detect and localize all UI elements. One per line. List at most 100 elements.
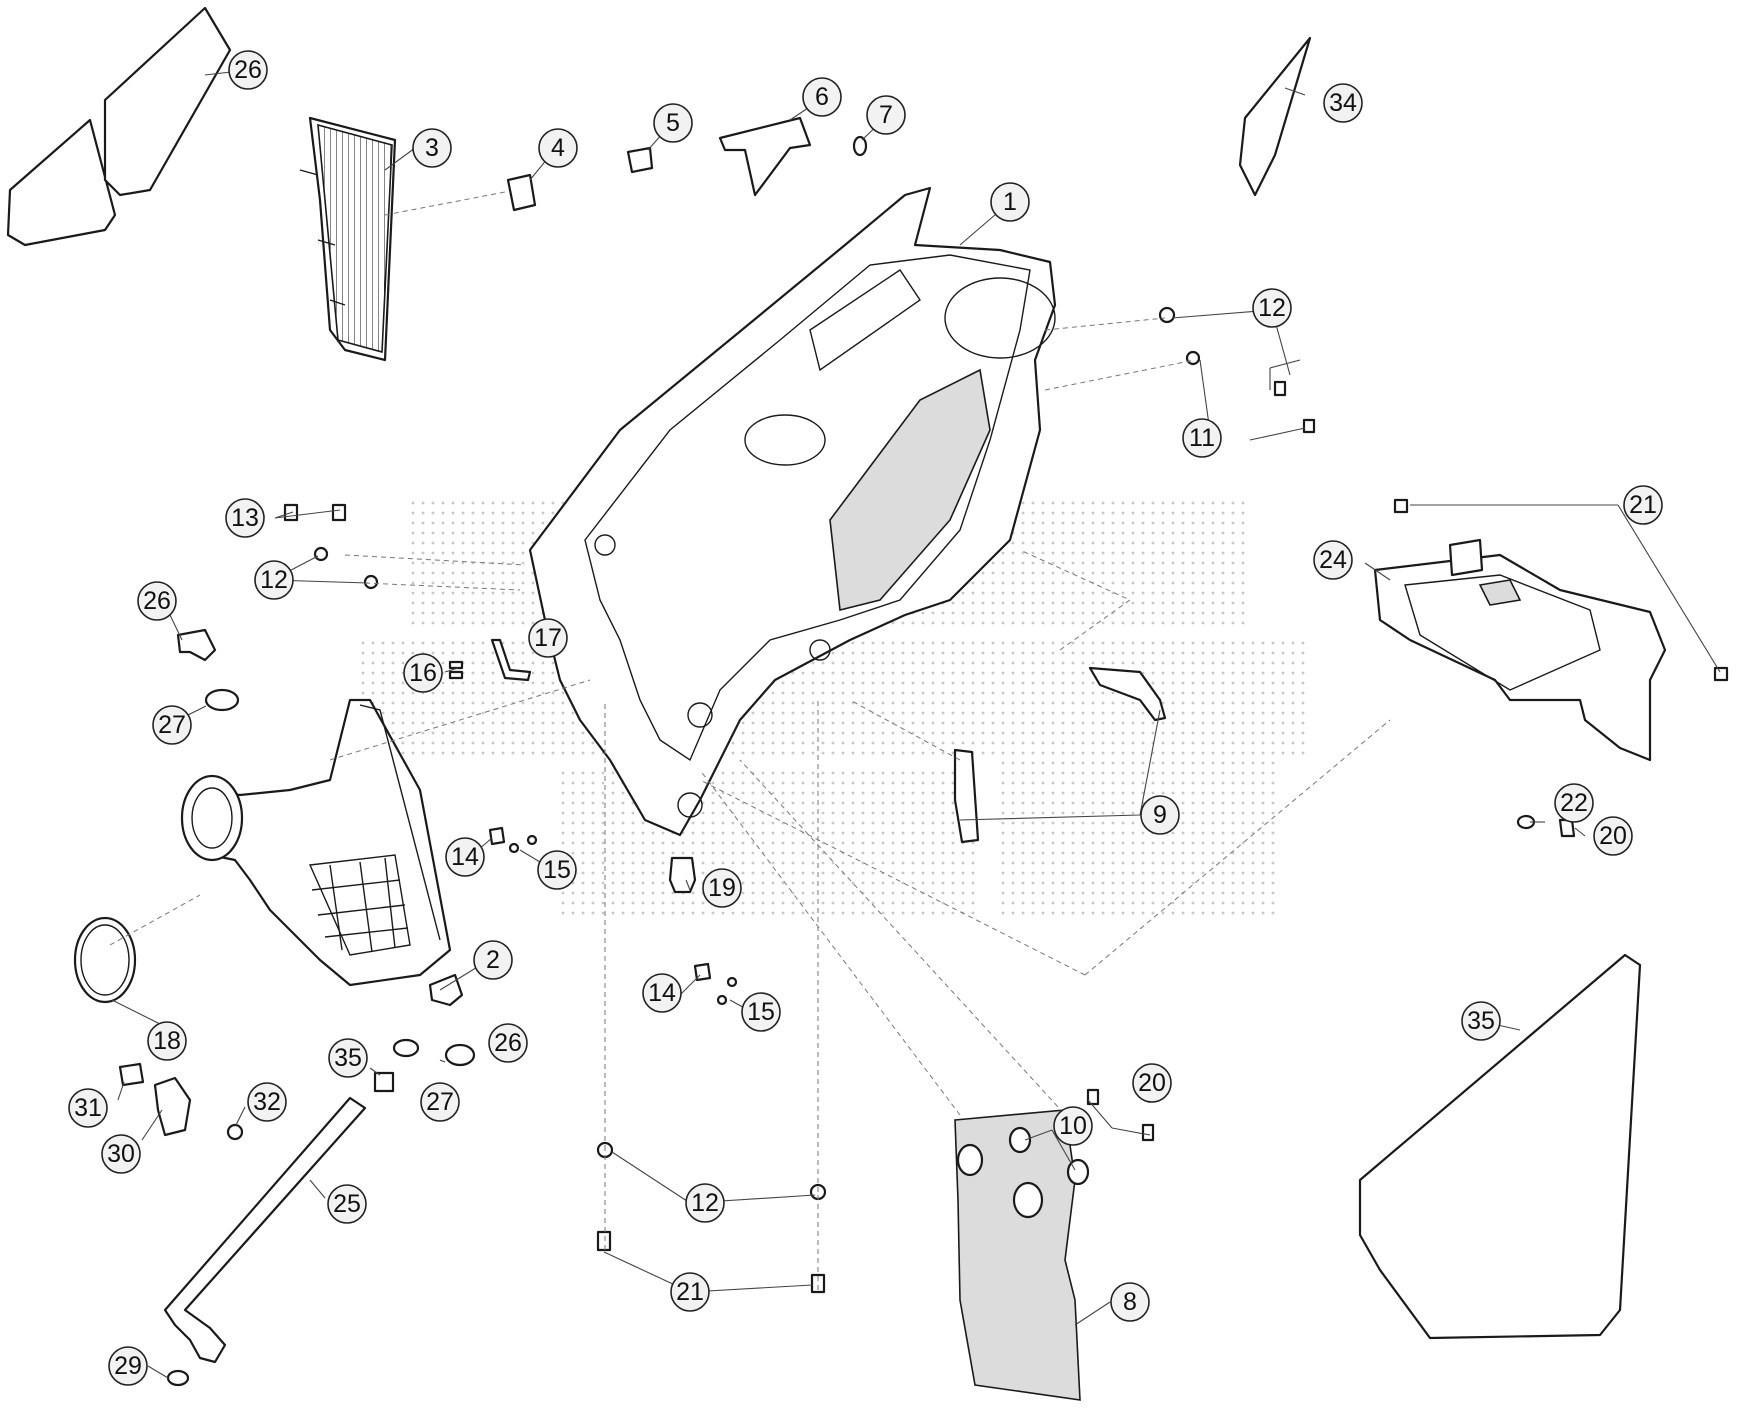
part-15-screws-lower bbox=[716, 976, 738, 1006]
callout-label-4: 4 bbox=[551, 134, 565, 162]
callout-3: 3 bbox=[412, 128, 452, 168]
part-34-side-panel bbox=[1358, 953, 1642, 1340]
callout-label-20: 20 bbox=[1138, 1069, 1166, 1097]
part-14-bracket-upper bbox=[488, 826, 506, 846]
callout-13: 13 bbox=[225, 498, 265, 538]
callout-12-bottom: 12 bbox=[685, 1183, 725, 1223]
callout-label-8: 8 bbox=[1123, 1288, 1137, 1316]
callout-28: 29 bbox=[108, 1346, 148, 1386]
callout-label-15-lower: 15 bbox=[747, 998, 775, 1026]
part-1-airbox-frame bbox=[528, 186, 1057, 837]
part-2-intake-duct bbox=[180, 698, 452, 987]
callout-label-12-left: 12 bbox=[260, 566, 288, 594]
callout-11: 11 bbox=[1182, 418, 1222, 458]
callout-label-13: 13 bbox=[231, 504, 259, 532]
callout-label-1: 1 bbox=[1003, 188, 1017, 216]
callout-20: 20 bbox=[1132, 1063, 1172, 1103]
part-33-side-panel bbox=[1238, 36, 1312, 197]
callout-34: 35 bbox=[1461, 1001, 1501, 1041]
callout-label-5: 5 bbox=[666, 109, 680, 137]
callout-9: 9 bbox=[1140, 795, 1180, 835]
callout-label-32: 26 bbox=[234, 56, 262, 84]
part-8-mud-flap bbox=[954, 1109, 1081, 1401]
part-26-elbow-left bbox=[176, 628, 217, 662]
callout-label-28: 29 bbox=[114, 1352, 142, 1380]
callout-2: 2 bbox=[473, 940, 513, 980]
callout-19: 19 bbox=[702, 868, 742, 908]
callout-label-26-upper: 26 bbox=[143, 587, 171, 615]
callout-label-23: 22 bbox=[1560, 789, 1588, 817]
callout-29: 30 bbox=[101, 1134, 141, 1174]
part-27-clamp-small bbox=[392, 1038, 420, 1058]
callout-8: 8 bbox=[1110, 1282, 1150, 1322]
callout-27-lower: 27 bbox=[420, 1082, 460, 1122]
callout-18: 18 bbox=[147, 1021, 187, 1061]
callout-26-upper: 26 bbox=[137, 581, 177, 621]
callout-label-33: 34 bbox=[1329, 89, 1357, 117]
leader-lines bbox=[111, 69, 1721, 1379]
callout-label-30: 31 bbox=[74, 1094, 102, 1122]
callout-17: 17 bbox=[528, 618, 568, 658]
part-29-bracket bbox=[153, 1076, 192, 1137]
part-26-elbow-lower bbox=[428, 973, 464, 1007]
callout-4: 4 bbox=[538, 128, 578, 168]
callout-label-27-upper: 27 bbox=[158, 711, 186, 739]
callout-label-21-right: 20 bbox=[1599, 822, 1627, 850]
part-20-screws bbox=[1086, 1088, 1155, 1142]
callout-12-left: 12 bbox=[254, 560, 294, 600]
part-25-drain-hose bbox=[163, 1096, 367, 1364]
callout-label-31: 32 bbox=[253, 1088, 281, 1116]
callout-label-26-lower: 26 bbox=[494, 1029, 522, 1057]
callout-25: 25 bbox=[327, 1184, 367, 1224]
callout-label-14-upper: 14 bbox=[451, 843, 479, 871]
callout-16: 16 bbox=[403, 653, 443, 693]
callout-31: 32 bbox=[247, 1082, 287, 1122]
callout-label-17: 17 bbox=[534, 624, 562, 652]
part-4-bushing bbox=[506, 173, 537, 212]
callout-label-12-bottom: 12 bbox=[691, 1189, 719, 1217]
part-10-grommets bbox=[1008, 1126, 1090, 1186]
callout-12-right: 12 bbox=[1252, 288, 1292, 328]
callout-label-3: 3 bbox=[425, 134, 439, 162]
callout-32: 26 bbox=[228, 50, 268, 90]
callout-10: 10 bbox=[1053, 1106, 1093, 1146]
callout-35: 35 bbox=[328, 1038, 368, 1078]
callout-label-6: 6 bbox=[815, 83, 829, 111]
callout-label-14-lower: 14 bbox=[648, 979, 676, 1007]
callout-label-9: 9 bbox=[1153, 801, 1167, 829]
callout-5: 5 bbox=[653, 103, 693, 143]
part-5-clip bbox=[626, 146, 654, 174]
callout-label-10: 10 bbox=[1059, 1112, 1087, 1140]
callout-6: 6 bbox=[802, 77, 842, 117]
callout-14-lower: 14 bbox=[642, 973, 682, 1013]
callout-label-7: 7 bbox=[879, 101, 893, 129]
part-31-screw bbox=[226, 1123, 244, 1141]
callout-label-22: 21 bbox=[1629, 491, 1657, 519]
fasteners-12-13-left bbox=[283, 503, 379, 590]
part-32-filter-panels bbox=[6, 6, 232, 247]
fasteners-11-12-right bbox=[1158, 306, 1316, 434]
callout-15-upper: 15 bbox=[537, 850, 577, 890]
callout-label-15-upper: 15 bbox=[543, 856, 571, 884]
part-19-grommet bbox=[668, 856, 697, 894]
part-6-bracket bbox=[718, 116, 812, 197]
part-15-screws-upper bbox=[508, 834, 538, 854]
part-28-plug bbox=[166, 1369, 190, 1387]
callout-1: 1 bbox=[990, 182, 1030, 222]
callout-label-35: 35 bbox=[334, 1044, 362, 1072]
part-9-drain-pieces bbox=[953, 666, 1167, 844]
callout-24: 24 bbox=[1313, 540, 1353, 580]
part-16-pins bbox=[448, 660, 464, 680]
callout-21-bottom: 21 bbox=[670, 1272, 710, 1312]
callout-label-34: 35 bbox=[1467, 1007, 1495, 1035]
part-18-band-clamp bbox=[73, 916, 137, 1004]
callout-21-right: 20 bbox=[1593, 816, 1633, 856]
callout-label-21-bottom: 21 bbox=[676, 1278, 704, 1306]
callout-label-2: 2 bbox=[486, 946, 500, 974]
callout-label-12-right: 12 bbox=[1258, 294, 1286, 322]
callout-26-lower: 26 bbox=[488, 1023, 528, 1063]
callout-label-27-lower: 27 bbox=[426, 1088, 454, 1116]
callout-23: 22 bbox=[1554, 783, 1594, 823]
callout-label-18: 18 bbox=[153, 1027, 181, 1055]
